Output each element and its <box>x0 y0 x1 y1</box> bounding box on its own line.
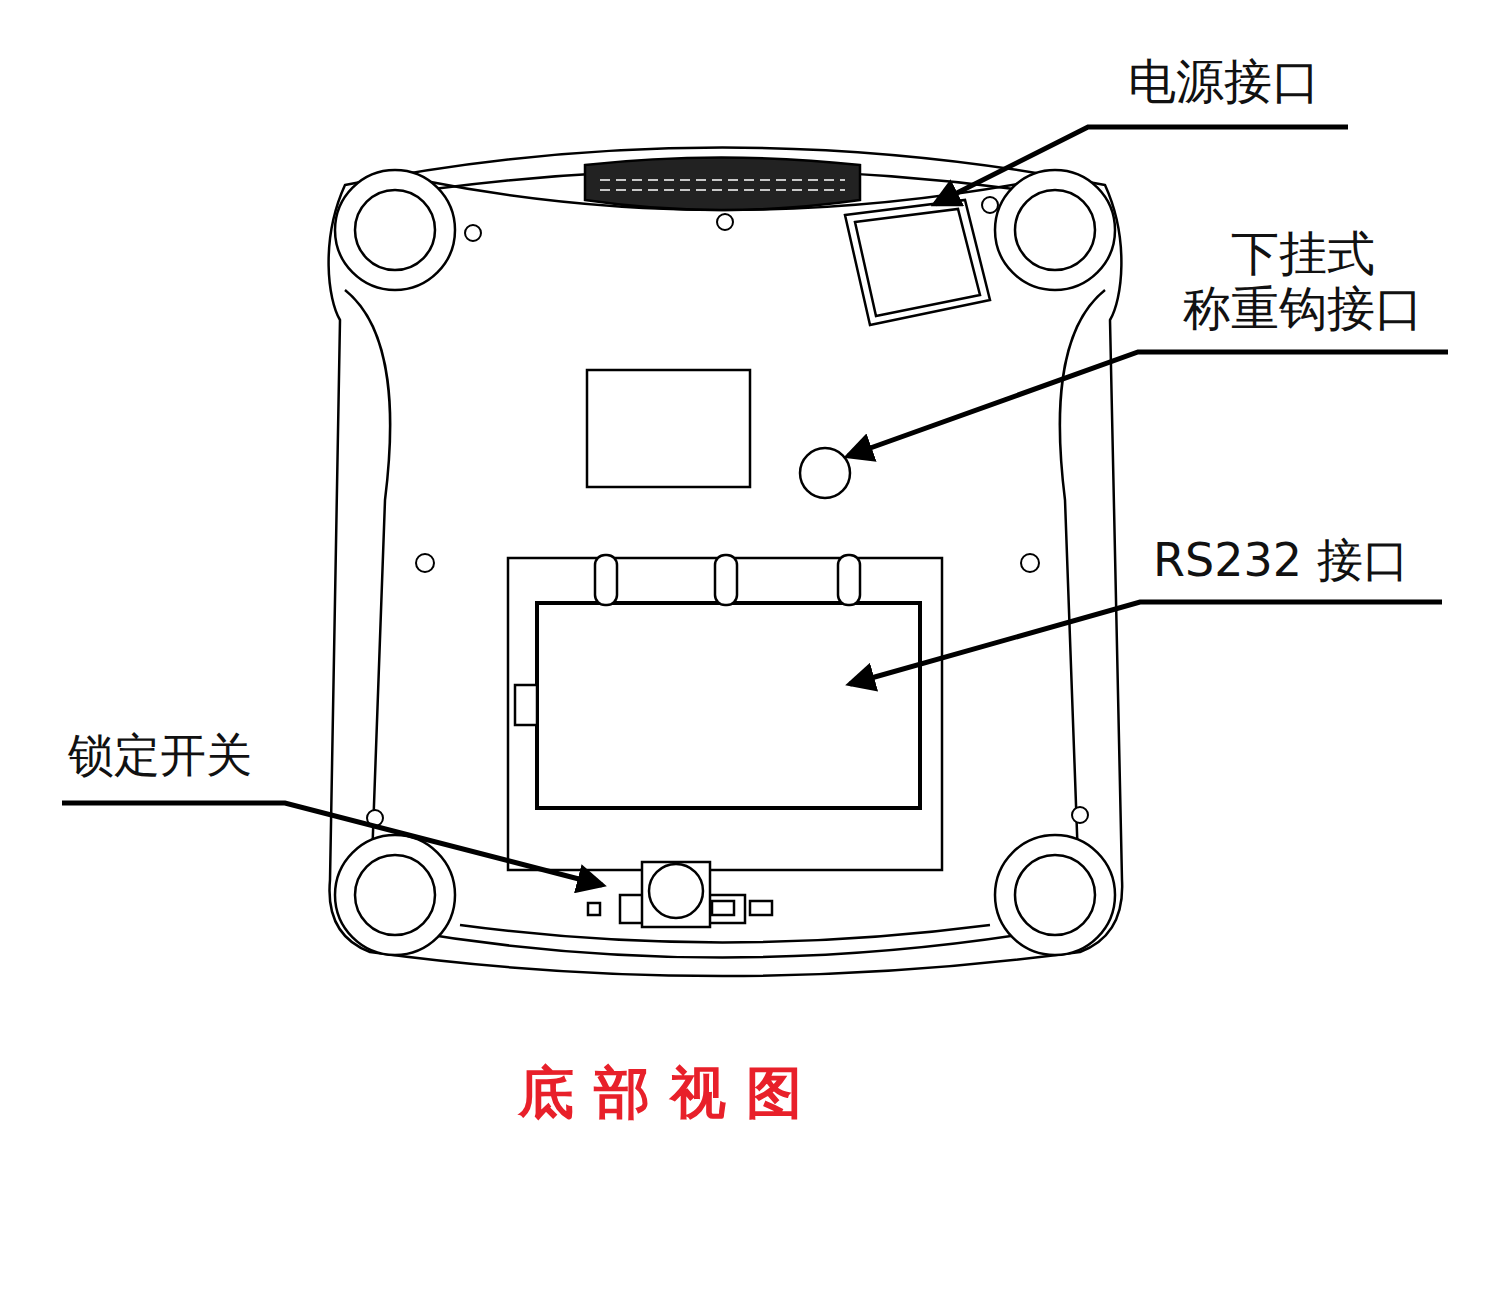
callout-label: 锁定开关 <box>68 730 252 781</box>
callout-label: 下挂式 称重钩接口 <box>1160 226 1445 336</box>
scale-body <box>329 148 1123 977</box>
callout-label: 电源接口 <box>1128 55 1320 108</box>
callout-label: RS232 接口 <box>1153 535 1409 586</box>
caption: 底部视图 <box>518 1062 822 1124</box>
